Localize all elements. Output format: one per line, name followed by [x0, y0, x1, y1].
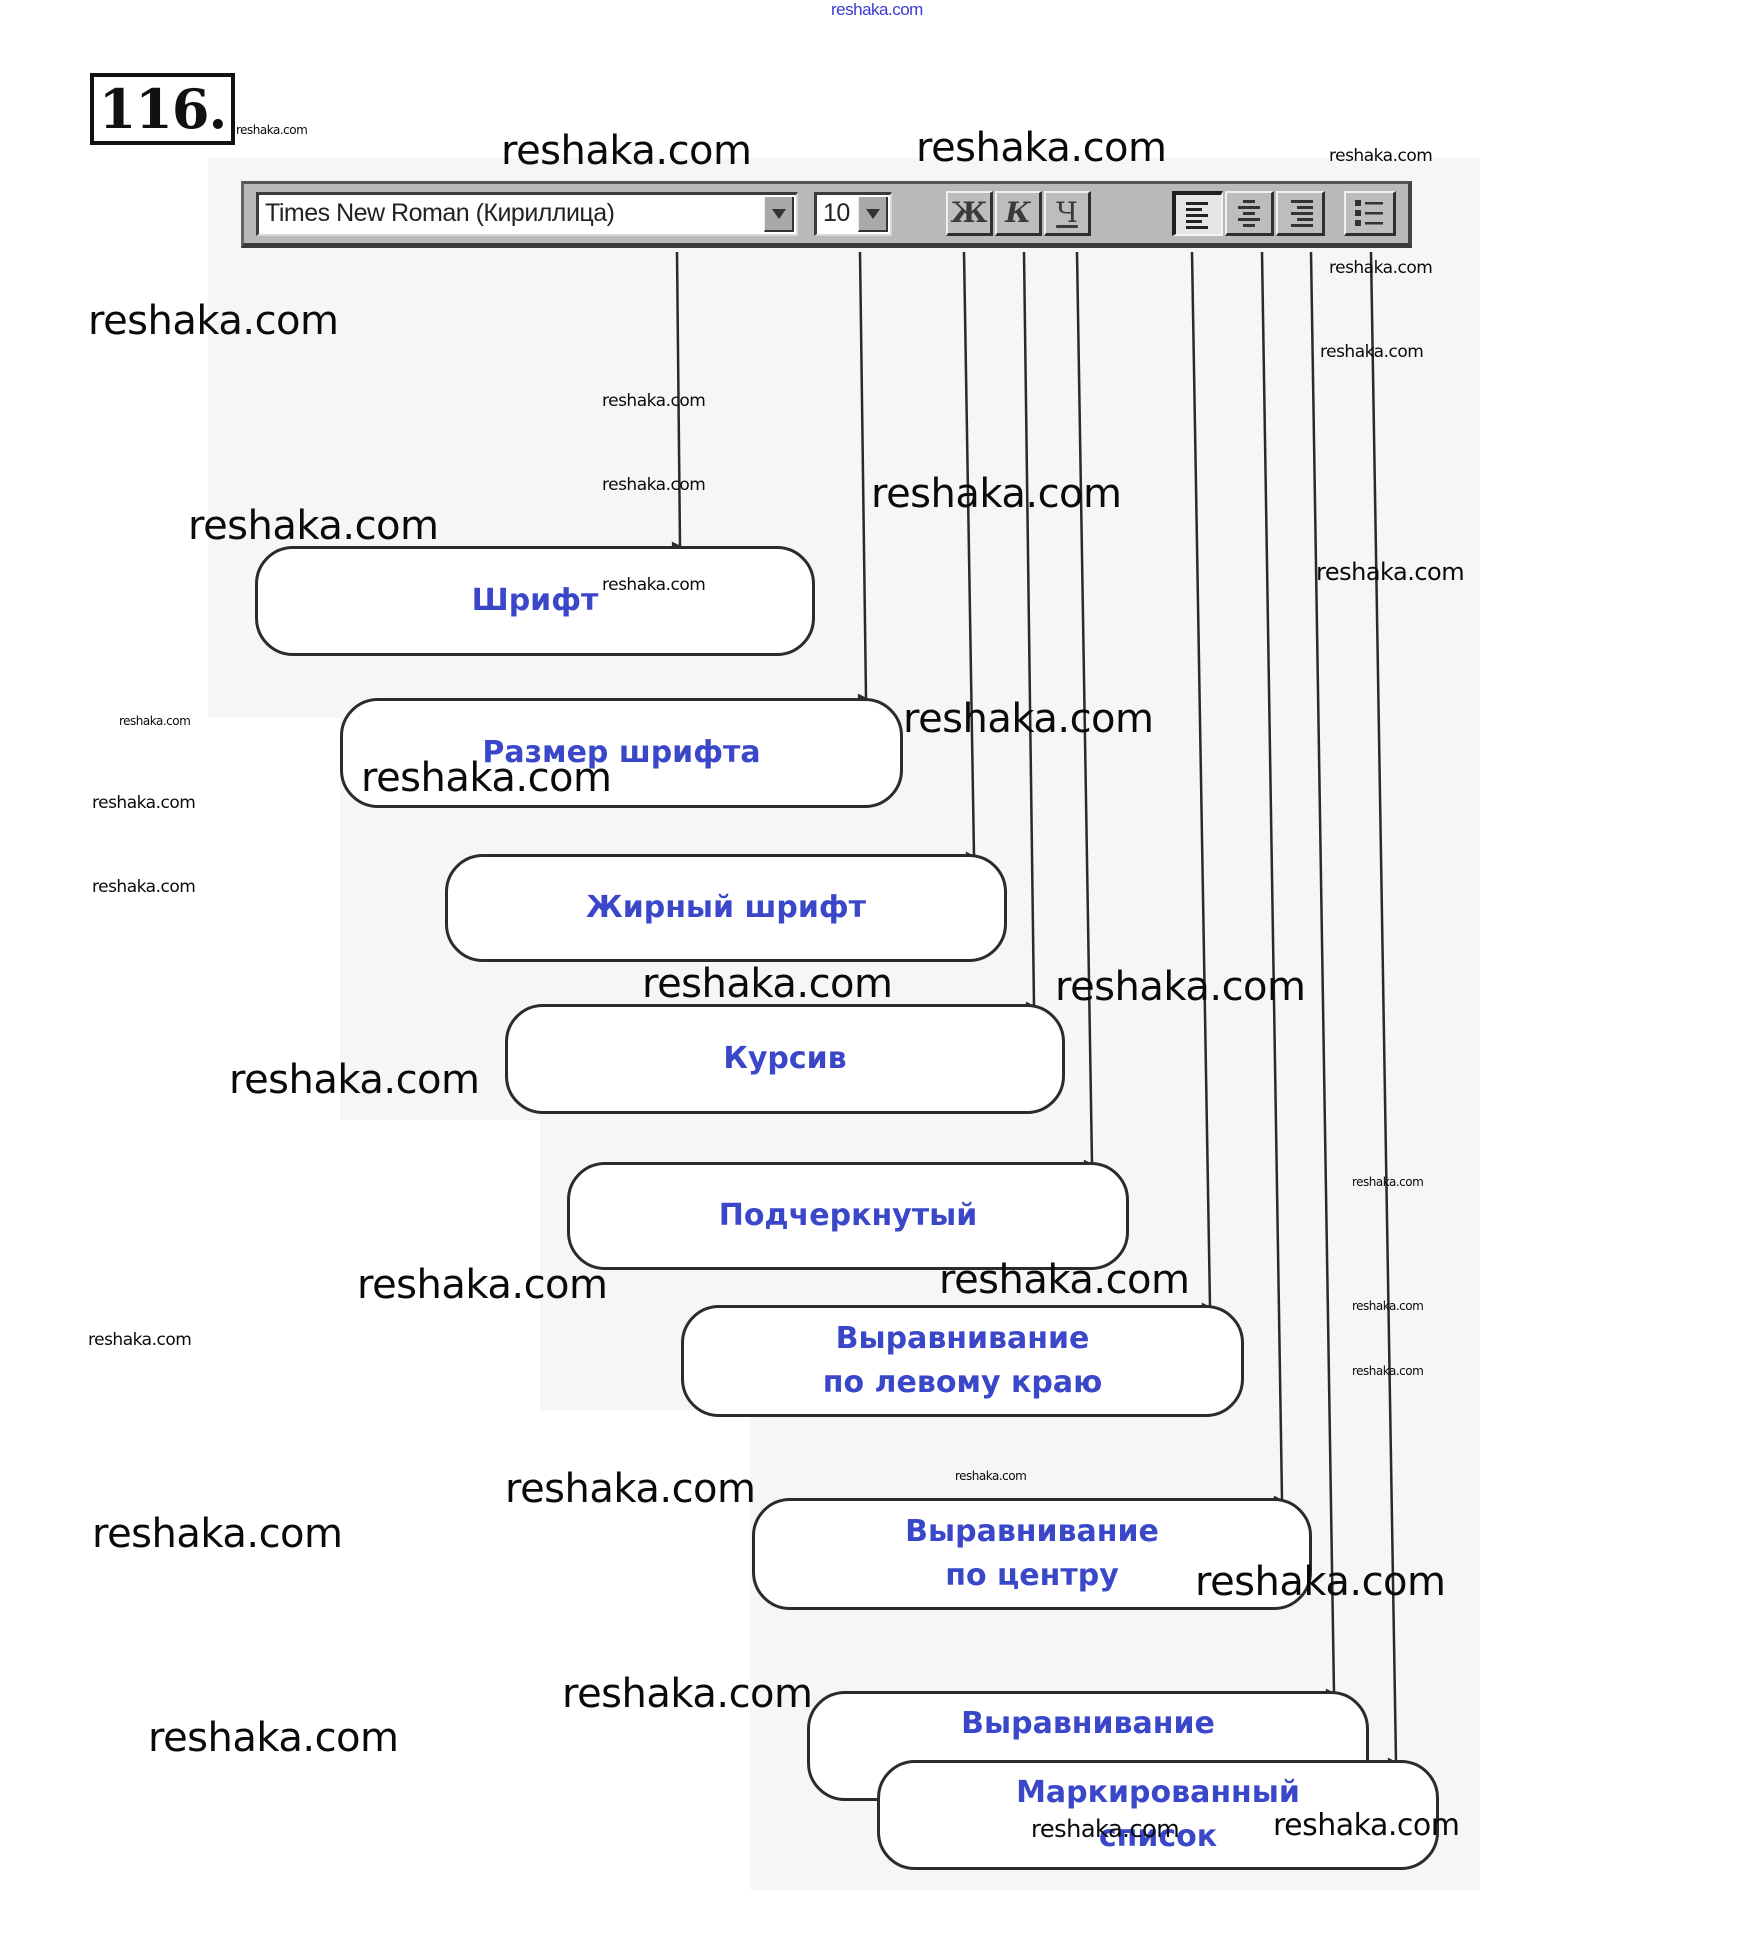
watermark: reshaka.com — [1329, 146, 1433, 166]
label-line: Жирный шрифт — [585, 890, 867, 925]
arrow-align-left — [1190, 251, 1212, 1312]
bulleted-list-button[interactable] — [1344, 191, 1396, 236]
arrow-bulleted-list — [1369, 251, 1398, 1767]
align-right-button[interactable] — [1276, 191, 1325, 236]
label-line: Размер шрифта — [482, 735, 761, 770]
align-left-button[interactable] — [1172, 191, 1223, 236]
label-line: Курсив — [723, 1041, 847, 1076]
font-name-dropdown-button[interactable] — [764, 197, 794, 232]
font-name-value: Times New Roman (Кириллица) — [265, 199, 615, 227]
watermark: reshaka.com — [903, 696, 1154, 742]
arrow-underline — [1075, 251, 1094, 1169]
dropdown-arrow-icon — [866, 209, 880, 219]
label-line: список — [1098, 1819, 1218, 1854]
label-font-size: Размер шрифта — [340, 698, 903, 808]
task-number: 116. — [90, 73, 235, 145]
watermark: reshaka.com — [562, 1671, 813, 1717]
watermark: reshaka.com — [939, 1257, 1190, 1303]
label-align-left: Выравнивание по левому краю — [681, 1305, 1244, 1417]
font-size-value: 10 — [823, 199, 850, 227]
watermark: reshaka.com — [88, 298, 339, 344]
label-bulleted-list: Маркированный список — [877, 1760, 1439, 1870]
italic-button[interactable]: К — [995, 191, 1042, 236]
watermark: reshaka.com — [229, 1057, 480, 1103]
watermark: reshaka.com — [1320, 342, 1424, 362]
align-center-icon — [1238, 200, 1260, 227]
watermark: reshaka.com — [357, 1262, 608, 1308]
watermark: reshaka.com — [1316, 558, 1465, 586]
font-name-combobox[interactable]: Times New Roman (Кириллица) — [256, 192, 798, 236]
align-right-icon — [1291, 200, 1313, 227]
watermark: reshaka.com — [1352, 1299, 1424, 1313]
label-font-name: Шрифт — [255, 546, 815, 656]
bold-icon: Ж — [950, 196, 988, 229]
watermark: reshaka.com — [1195, 1559, 1446, 1605]
label-line: Выравнивание — [905, 1514, 1159, 1549]
watermark: reshaka.com — [148, 1715, 399, 1761]
watermark: reshaka.com — [236, 123, 308, 137]
label-line: Маркированный — [1016, 1775, 1300, 1810]
watermark: reshaka.com — [92, 877, 196, 897]
label-line: по центру — [945, 1558, 1119, 1593]
label-line: Подчеркнутый — [718, 1198, 978, 1233]
label-line: Выравнивание — [961, 1706, 1215, 1741]
label-line: Шрифт — [471, 583, 599, 618]
align-center-button[interactable] — [1225, 191, 1274, 236]
formatting-toolbar: Times New Roman (Кириллица) 10 Ж К Ч — [241, 181, 1412, 248]
arrow-font-name — [671, 251, 682, 551]
underline-icon: Ч — [1056, 196, 1078, 229]
arrow-bold — [962, 251, 976, 861]
watermark: reshaka.com — [1352, 1364, 1424, 1378]
watermark: reshaka.com — [361, 755, 612, 801]
underline-button[interactable]: Ч — [1044, 191, 1091, 236]
font-size-combobox[interactable]: 10 — [814, 192, 892, 236]
watermark: reshaka.com — [831, 0, 923, 19]
watermark: reshaka.com — [1329, 258, 1433, 278]
label-bold: Жирный шрифт — [445, 854, 1007, 962]
arrow-font-size — [857, 251, 868, 703]
watermark: reshaka.com — [1055, 964, 1306, 1010]
watermark: reshaka.com — [602, 575, 706, 595]
font-size-dropdown-button[interactable] — [858, 197, 888, 232]
arrow-align-right — [1309, 251, 1336, 1698]
watermark: reshaka.com — [92, 1511, 343, 1557]
dropdown-arrow-icon — [772, 209, 786, 219]
arrow-italic — [1022, 251, 1036, 1011]
align-left-icon — [1185, 201, 1208, 229]
label-align-center: Выравнивание по центру — [752, 1498, 1312, 1610]
watermark: reshaka.com — [642, 961, 893, 1007]
label-italic: Курсив — [505, 1004, 1065, 1114]
watermark: reshaka.com — [505, 1466, 756, 1512]
watermark: reshaka.com — [119, 714, 191, 728]
watermark: reshaka.com — [88, 1330, 192, 1350]
watermark: reshaka.com — [1031, 1815, 1180, 1843]
watermark: reshaka.com — [871, 471, 1122, 517]
watermark: reshaka.com — [955, 1469, 1027, 1483]
label-underline: Подчеркнутый — [567, 1162, 1129, 1270]
watermark: reshaka.com — [188, 503, 439, 549]
italic-icon: К — [1005, 196, 1031, 229]
watermark: reshaka.com — [501, 128, 752, 174]
watermark: reshaka.com — [602, 475, 706, 495]
watermark: reshaka.com — [602, 391, 706, 411]
label-line: Выравнивание — [835, 1321, 1090, 1356]
bulleted-list-icon — [1354, 200, 1383, 226]
watermark: reshaka.com — [92, 793, 196, 813]
watermark: reshaka.com — [916, 125, 1167, 171]
arrow-align-center — [1260, 251, 1284, 1505]
watermark: reshaka.com — [1273, 1808, 1460, 1843]
bold-button[interactable]: Ж — [946, 191, 993, 236]
label-line: по левому краю — [822, 1365, 1103, 1400]
watermark: reshaka.com — [1352, 1175, 1424, 1189]
